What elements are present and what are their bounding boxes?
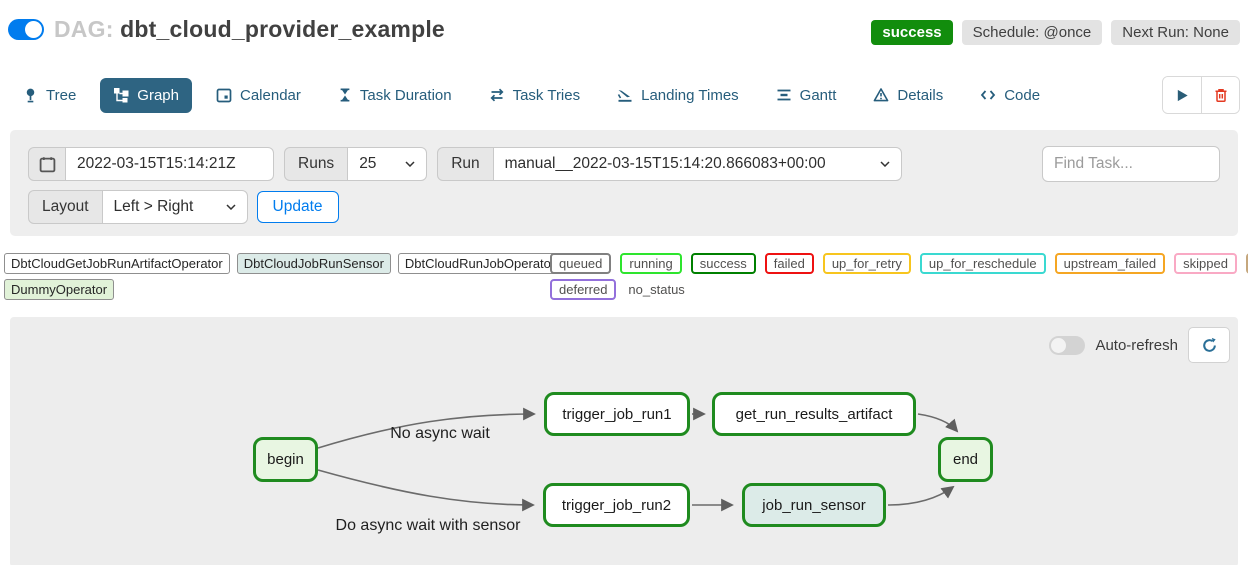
task-node-job-run-sensor[interactable]: job_run_sensor bbox=[742, 483, 886, 527]
auto-refresh-toggle[interactable] bbox=[1049, 335, 1086, 355]
filter-panel: Runs 25 Run manual__2022-03-15T15:14:20.… bbox=[10, 130, 1238, 236]
plane-landing-icon bbox=[617, 87, 633, 103]
layout-select[interactable]: Left > Right bbox=[101, 190, 248, 224]
state-badge[interactable]: deferred bbox=[550, 279, 617, 300]
task-node-begin[interactable]: begin bbox=[253, 437, 318, 482]
tab-code[interactable]: Code bbox=[967, 78, 1053, 113]
chevron-down-icon bbox=[405, 161, 415, 167]
trigger-dag-button[interactable] bbox=[1163, 77, 1201, 113]
tab-label: Tree bbox=[46, 86, 77, 104]
tree-icon bbox=[23, 87, 38, 103]
hourglass-icon bbox=[338, 87, 352, 103]
dag-status-badge: success bbox=[871, 20, 953, 45]
runs-label: Runs bbox=[284, 147, 349, 181]
dag-header: DAG: dbt_cloud_provider_example success … bbox=[0, 0, 1248, 62]
tab-tree[interactable]: Tree bbox=[10, 78, 89, 113]
operator-badge: DbtCloudJobRunSensor bbox=[236, 253, 391, 274]
operator-legend: DbtCloudGetJobRunArtifactOperator DbtClo… bbox=[4, 253, 563, 305]
update-button[interactable]: Update bbox=[256, 191, 339, 223]
tab-label: Details bbox=[897, 86, 944, 104]
toggle-knob bbox=[1051, 337, 1067, 353]
state-badge[interactable]: up_for_reschedule bbox=[919, 253, 1046, 274]
chevron-down-icon bbox=[880, 161, 890, 167]
dag-pause-toggle[interactable] bbox=[8, 19, 44, 40]
legend: DbtCloudGetJobRunArtifactOperator DbtClo… bbox=[4, 253, 1248, 305]
auto-refresh-label: Auto-refresh bbox=[1095, 336, 1178, 354]
dag-prefix: DAG: bbox=[54, 16, 114, 42]
edge-label: No async wait bbox=[390, 425, 490, 442]
layout-value: Left > Right bbox=[113, 198, 194, 215]
tab-label: Graph bbox=[137, 86, 179, 104]
dag-edges bbox=[317, 407, 959, 512]
dag-graph-panel: Auto-refresh No async wait Do async wait… bbox=[10, 317, 1238, 565]
gantt-icon bbox=[776, 87, 792, 103]
state-badge[interactable]: running bbox=[620, 253, 682, 274]
tab-label: Code bbox=[1004, 86, 1041, 104]
tab-task-duration[interactable]: Task Duration bbox=[325, 78, 465, 113]
edge-begin-trigger2 bbox=[317, 469, 535, 512]
state-badge[interactable]: scheduled bbox=[1245, 253, 1248, 274]
edge-begin-trigger1 bbox=[317, 407, 536, 449]
layout-label: Layout bbox=[28, 190, 103, 224]
chevron-down-icon bbox=[226, 204, 236, 210]
find-task-input[interactable] bbox=[1042, 146, 1220, 182]
tab-label: Calendar bbox=[240, 86, 301, 104]
tab-landing-times[interactable]: Landing Times bbox=[604, 78, 752, 113]
repeat-icon bbox=[489, 87, 505, 103]
edge-artifact-end bbox=[917, 413, 959, 433]
datepicker-button[interactable] bbox=[28, 147, 66, 181]
num-runs-select[interactable]: 25 bbox=[347, 147, 428, 181]
operator-badge: DbtCloudRunJobOperator bbox=[397, 253, 563, 274]
graph-icon bbox=[113, 87, 129, 103]
delete-dag-button[interactable] bbox=[1201, 77, 1239, 113]
state-legend: queued running success failed up_for_ret… bbox=[550, 253, 1248, 305]
task-node-trigger-job-run1[interactable]: trigger_job_run1 bbox=[544, 392, 690, 436]
tab-label: Task Duration bbox=[359, 86, 452, 104]
schedule-badge: Schedule: @once bbox=[961, 20, 1103, 45]
tab-task-tries[interactable]: Task Tries bbox=[476, 78, 594, 113]
refresh-icon bbox=[1202, 337, 1216, 352]
state-badge-no-status: no_status bbox=[628, 282, 685, 297]
run-value: manual__2022-03-15T15:14:20.866083+00:00 bbox=[504, 155, 826, 172]
task-node-trigger-job-run2[interactable]: trigger_job_run2 bbox=[543, 483, 690, 527]
task-node-end[interactable]: end bbox=[938, 437, 993, 482]
tab-details[interactable]: Details bbox=[860, 78, 956, 113]
tab-graph[interactable]: Graph bbox=[100, 77, 192, 113]
operator-badge: DbtCloudGetJobRunArtifactOperator bbox=[4, 253, 230, 274]
toggle-knob bbox=[25, 21, 42, 38]
state-badge[interactable]: up_for_retry bbox=[822, 253, 911, 274]
edge-label: Do async wait with sensor bbox=[335, 517, 521, 534]
dag-name: dbt_cloud_provider_example bbox=[120, 16, 445, 42]
tab-label: Landing Times bbox=[641, 86, 739, 104]
num-runs-value: 25 bbox=[359, 155, 377, 172]
next-run-badge: Next Run: None bbox=[1111, 20, 1240, 45]
calendar-icon bbox=[216, 87, 232, 103]
state-badge[interactable]: success bbox=[690, 253, 756, 274]
tab-gantt[interactable]: Gantt bbox=[763, 78, 850, 113]
code-icon bbox=[980, 87, 996, 103]
warning-triangle-icon bbox=[873, 87, 889, 103]
state-badge[interactable]: skipped bbox=[1174, 253, 1237, 274]
view-tabs: Tree Graph Calendar Task Duration Task T… bbox=[10, 76, 1240, 114]
base-date-input[interactable] bbox=[65, 147, 274, 181]
page-title: DAG: dbt_cloud_provider_example bbox=[54, 16, 445, 43]
state-badge[interactable]: failed bbox=[764, 253, 814, 274]
edge-sensor-end bbox=[887, 485, 955, 506]
tab-calendar[interactable]: Calendar bbox=[203, 78, 314, 113]
dag-actions bbox=[1162, 76, 1240, 114]
run-label: Run bbox=[437, 147, 494, 181]
tab-label: Task Tries bbox=[512, 86, 581, 104]
state-badge[interactable]: upstream_failed bbox=[1054, 253, 1166, 274]
state-badge[interactable]: queued bbox=[550, 253, 612, 274]
tab-label: Gantt bbox=[799, 86, 837, 104]
task-node-get-run-results-artifact[interactable]: get_run_results_artifact bbox=[712, 392, 916, 436]
refresh-button[interactable] bbox=[1188, 327, 1230, 363]
operator-badge: DummyOperator bbox=[4, 279, 115, 300]
run-select[interactable]: manual__2022-03-15T15:14:20.866083+00:00 bbox=[492, 147, 902, 181]
